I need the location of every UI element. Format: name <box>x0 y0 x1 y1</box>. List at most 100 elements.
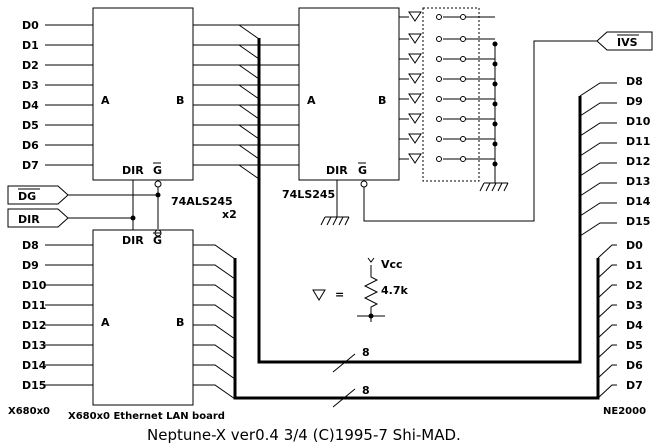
pin-label-right-upper: D11 <box>626 135 650 148</box>
part-x2-label: x2 <box>222 208 237 221</box>
pin-label-right-upper: D10 <box>626 115 651 128</box>
jumper-contact <box>460 14 466 20</box>
pin-label-left-lower: D8 <box>22 239 39 252</box>
junction-dot <box>368 313 374 319</box>
pin-label-left-lower: D10 <box>22 279 47 292</box>
pin-label-left-lower: D9 <box>22 259 39 272</box>
legend-triangle <box>312 289 326 301</box>
pin-label-left-upper: D7 <box>22 159 39 172</box>
pullup-triangle <box>408 53 422 64</box>
jumper-contact <box>436 136 442 142</box>
page-title: Neptune-X ver0.4 3/4 (C)1995-7 Shi-MAD. <box>147 426 461 444</box>
legend-equals: = <box>335 288 344 301</box>
junction-dot <box>492 41 498 47</box>
junction-dot <box>492 141 498 147</box>
pin-label-right-upper: D14 <box>626 195 651 208</box>
pin-label-right-lower: D1 <box>626 259 643 272</box>
jumper-contact <box>460 36 466 42</box>
junction-dot <box>492 101 498 107</box>
labels: A B DIR G A B DIR G A B DIR G 74LS245 74… <box>8 34 646 444</box>
dg-connector <box>7 185 69 205</box>
jumper-contact <box>460 156 466 162</box>
pin-label-left-lower: D11 <box>22 299 46 312</box>
pin-label-left-lower: D15 <box>22 379 46 392</box>
jumper-contact <box>460 116 466 122</box>
junction-dot <box>130 215 136 221</box>
bus-width-upper: 8 <box>362 346 370 359</box>
pin-label-left-lower: D14 <box>22 359 47 372</box>
pin-label-right-lower: D5 <box>626 339 643 352</box>
jumper-contact <box>460 56 466 62</box>
chip3-part-label: 74LS245 <box>282 188 335 201</box>
chip2-g: G <box>153 234 162 247</box>
pin-label-left-lower: D12 <box>22 319 46 332</box>
pin-label-right-upper: D15 <box>626 215 650 228</box>
pin-label-right-lower: D3 <box>626 299 643 312</box>
pullup-triangle <box>408 33 422 44</box>
junction-dot <box>492 121 498 127</box>
pin-label-left-upper: D1 <box>22 39 39 52</box>
pin-label-left-upper: D0 <box>22 19 39 32</box>
jumper-contact <box>436 36 442 42</box>
junction-dot <box>155 192 161 198</box>
jumper-contact <box>436 14 442 20</box>
dg-signal-label: DG <box>18 190 36 203</box>
pullup-triangle <box>408 73 422 84</box>
vcc-label: Vcc <box>381 258 403 271</box>
chip2-dir: DIR <box>122 234 144 247</box>
pin-labels: D0D1D2D3D4D5D6D7D8D9D10D11D12D13D14D15D8… <box>22 19 651 392</box>
jumper-contact <box>436 96 442 102</box>
junction-dot <box>492 161 498 167</box>
pullup-triangle <box>408 93 422 104</box>
connectors <box>7 31 653 228</box>
pin-label-right-upper: D8 <box>626 75 643 88</box>
junction-dot <box>492 61 498 67</box>
pin-label-left-upper: D4 <box>22 99 39 112</box>
pin-label-right-lower: D6 <box>626 359 643 372</box>
chip3-port-a: A <box>307 94 316 107</box>
pullup-triangle <box>408 153 422 164</box>
part-74als245-label: 74ALS245 <box>171 195 233 208</box>
pin-label-right-lower: D7 <box>626 379 643 392</box>
chip3-g: G <box>358 164 367 177</box>
chips <box>92 7 400 406</box>
junction-dot <box>492 81 498 87</box>
pin-label-left-upper: D5 <box>22 119 39 132</box>
pin-label-right-upper: D9 <box>626 95 643 108</box>
chip3-dir: DIR <box>326 164 348 177</box>
chip-74als245-upper <box>92 7 194 181</box>
ivs-signal-label: IVS <box>617 36 638 49</box>
pin-label-left-upper: D3 <box>22 79 39 92</box>
chip3-g-bubble <box>360 180 368 188</box>
pin-label-left-upper: D6 <box>22 139 39 152</box>
jumper-contact <box>436 76 442 82</box>
bus-width-lower: 8 <box>362 384 370 397</box>
jumper-contact <box>460 136 466 142</box>
chip-74ls245 <box>298 7 400 181</box>
pullup-triangle <box>408 133 422 144</box>
chip3-port-b: B <box>378 94 386 107</box>
chip1-port-a: A <box>101 94 110 107</box>
chip2-port-a: A <box>101 316 110 329</box>
jumper-contact <box>436 56 442 62</box>
jumper-contact <box>436 116 442 122</box>
chip1-g: G <box>153 164 162 177</box>
pullup-triangle <box>408 11 422 22</box>
junction-dots <box>130 41 498 319</box>
jumper-contact <box>460 96 466 102</box>
chip2-port-b: B <box>176 316 184 329</box>
pin-label-right-lower: D2 <box>626 279 643 292</box>
chip1-port-b: B <box>176 94 184 107</box>
pin-label-right-upper: D13 <box>626 175 650 188</box>
board-label: X680x0 Ethernet LAN board <box>68 411 225 422</box>
pullups <box>408 11 466 164</box>
resistor-value: 4.7k <box>381 284 408 297</box>
jumper-contact <box>460 76 466 82</box>
pin-label-right-lower: D4 <box>626 319 643 332</box>
chip-74als245-lower <box>92 229 194 406</box>
x680x0-label: X680x0 <box>8 406 50 417</box>
dir-signal-label: DIR <box>18 213 40 226</box>
ne2000-label: NE2000 <box>603 406 646 417</box>
ivs-connector <box>596 31 653 51</box>
